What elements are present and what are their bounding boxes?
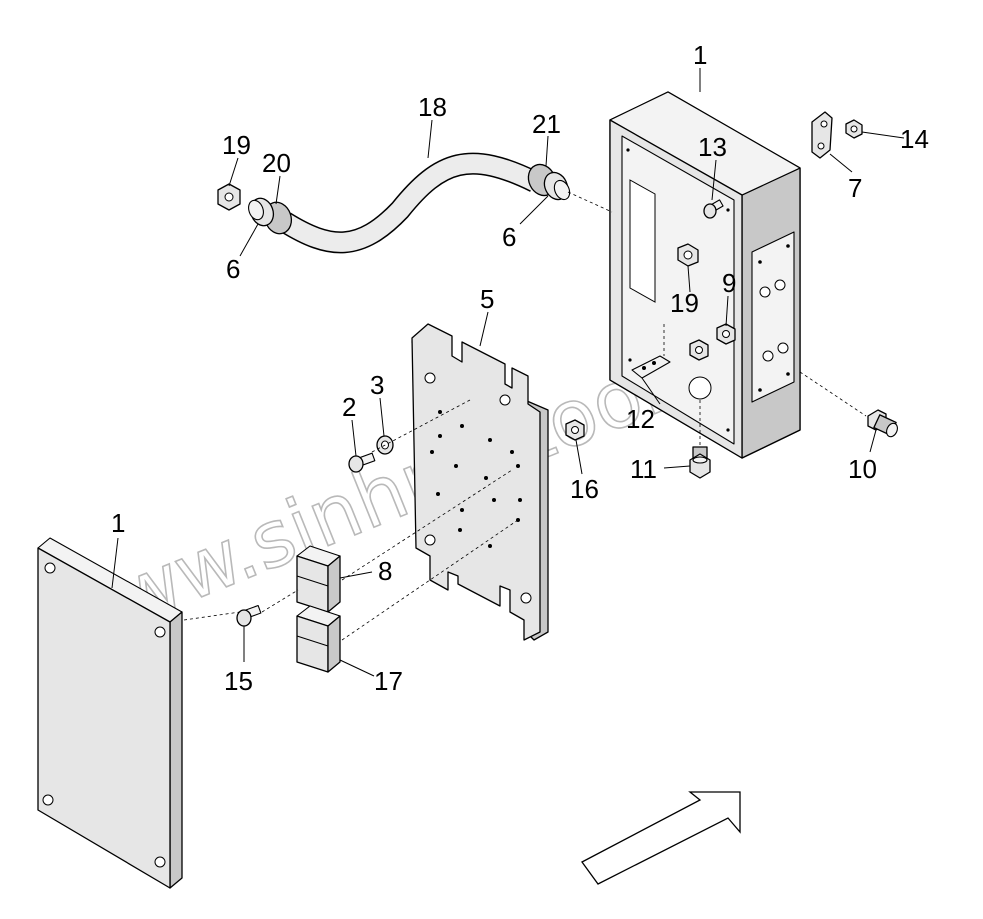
block-17 xyxy=(296,605,341,673)
label-nut-9: 9 xyxy=(722,268,736,298)
bracket-7 xyxy=(811,111,833,159)
connector-11 xyxy=(689,446,711,479)
label-connector-10: 10 xyxy=(848,454,877,484)
label-terminal-12: 12 xyxy=(626,404,655,434)
part-labels: 1 13 14 7 9 19 12 11 10 18 21 6 19 20 6 … xyxy=(111,40,929,696)
front-cover xyxy=(37,537,183,889)
label-connector-11: 11 xyxy=(630,454,657,484)
label-block-8: 8 xyxy=(378,556,392,586)
connector-10 xyxy=(867,409,898,438)
label-hose-18: 18 xyxy=(418,92,447,122)
label-nut-16: 16 xyxy=(570,474,599,504)
label-ring-20: 20 xyxy=(262,148,291,178)
label-screw-13: 13 xyxy=(698,132,727,162)
label-fitting-6-left: 6 xyxy=(226,254,240,284)
label-box-top: 1 xyxy=(693,40,707,70)
fitting-6-left xyxy=(248,197,293,235)
nut-16 xyxy=(565,419,585,441)
leader-lines xyxy=(111,68,905,677)
label-plate-5: 5 xyxy=(480,284,494,314)
fitting-6-right xyxy=(527,163,571,201)
nut-19-left xyxy=(217,183,241,211)
label-nut-19-left: 19 xyxy=(222,130,251,160)
nut-14 xyxy=(845,119,863,139)
screw-13 xyxy=(703,199,724,219)
label-fitting-6-right: 6 xyxy=(502,222,516,252)
nut-9 xyxy=(716,323,736,345)
label-bracket-7: 7 xyxy=(848,173,862,203)
label-washer-3: 3 xyxy=(370,370,384,400)
label-screw-15: 15 xyxy=(224,666,253,696)
assembly-lines xyxy=(183,191,867,641)
block-8 xyxy=(296,545,341,613)
hose-18 xyxy=(279,152,540,254)
label-cover-bottom: 1 xyxy=(111,508,125,538)
nut-19-box xyxy=(677,243,699,267)
label-nut-19-box: 19 xyxy=(670,288,699,318)
label-screw-2: 2 xyxy=(342,392,356,422)
mounting-plate-5 xyxy=(411,323,549,641)
screw-15 xyxy=(236,604,262,627)
terminal-12 xyxy=(631,339,709,379)
label-nut-14: 14 xyxy=(900,124,929,154)
label-block-17: 17 xyxy=(374,666,403,696)
direction-arrow-icon xyxy=(581,791,741,885)
label-ring-21: 21 xyxy=(532,109,561,139)
